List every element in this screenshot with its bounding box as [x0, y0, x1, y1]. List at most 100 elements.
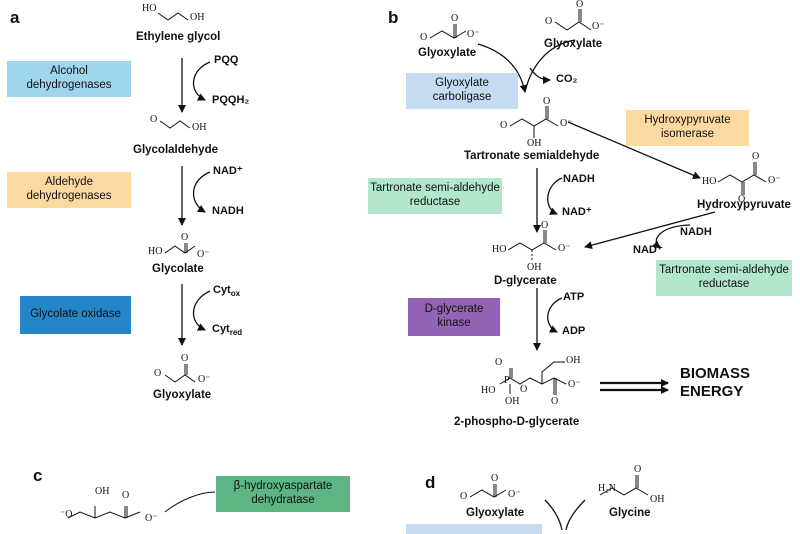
tartronate-ominus-text: O⁻ [560, 118, 573, 129]
tartronate-oh-text: OH [527, 138, 542, 149]
glycolate-o-text: O [181, 232, 189, 243]
panel-c-o-text: O [122, 490, 130, 501]
tartronate-reductase-box-2: Tartronate semi-aldehyde reductase [656, 260, 792, 296]
nadh-label-b1: NADH [563, 173, 595, 185]
nadh-label-a: NADH [212, 205, 244, 217]
panel-label-b: b [388, 8, 399, 27]
phosphoglycerate-structure [499, 361, 567, 395]
panel-c-ominus2-text: O⁻ [145, 513, 158, 524]
glycolate-oxidase-box: Glycolate oxidase [20, 296, 131, 334]
hydroxyaspartate-dehydratase-box: β-hydroxyaspartate dehydratase [216, 476, 350, 512]
hydroxypyruvate-o2-text: O [738, 194, 746, 205]
glycolate-ho-text: HO [148, 246, 163, 257]
nad-label-b2: NAD⁺ [633, 244, 663, 256]
hydroxypyruvate-o-text: O [752, 151, 760, 162]
phosphoglycerate-ho-text: HO [481, 385, 496, 396]
d-glycerate-label: D-glycerate [494, 275, 557, 287]
glycerate-oh-text: OH [527, 262, 542, 273]
cytred-label: Cytred [212, 323, 243, 338]
glycerate-ho-text: HO [492, 244, 507, 255]
phosphoglycerate-p-text: P [504, 375, 510, 386]
d-glycerate-structure [507, 230, 557, 262]
ethylene-glycol-label: Ethylene glycol [136, 31, 221, 43]
glyoxylate-b1-structure [429, 24, 467, 39]
glycolaldehyde-structure [159, 120, 191, 129]
phosphoglycerate-o2-text: O [551, 396, 559, 407]
glycolate-ominus-text: O⁻ [197, 249, 210, 260]
ethylene-glycol-structure [157, 12, 189, 21]
glyoxylate-a-o-text: O [154, 368, 162, 379]
glycine-o-text: O [634, 464, 642, 475]
pqq-label: PQQ [214, 54, 239, 66]
glyoxylate-carboligase-box: Glyoxylate carboligase [406, 73, 518, 109]
glyoxylate-d-o-text: O [460, 491, 468, 502]
panel-label-d: d [425, 473, 436, 492]
panel-c-ominus-text: ⁻O [60, 509, 73, 520]
glyoxylate-a-ominus-text: O⁻ [198, 374, 211, 385]
cytox-label: Cytox [213, 284, 241, 299]
ethylene-glycol-struct-text: HO [142, 3, 157, 14]
biomass-label: BIOMASS [680, 365, 751, 382]
nad-label-b1: NAD⁺ [562, 206, 592, 218]
glyoxylate-a-o2-text: O [181, 353, 189, 364]
d-glycerate-kinase-box: D-glycerate kinase [408, 298, 500, 336]
phosphoglycerate-o-link-text: O [520, 384, 528, 395]
glyoxylate-b1-label: Glyoxylate [418, 47, 477, 59]
phosphoglycerate-oh2-text: OH [505, 396, 520, 407]
panel-b-arrows [477, 39, 716, 394]
glycine-label: Glycine [609, 507, 651, 519]
hydroxypyruvate-isomerase-box: Hydroxypyruvate isomerase [626, 110, 749, 146]
glycolaldehyde-label: Glycolaldehyde [133, 144, 219, 156]
alcohol-dehydrogenases-box: Alcohol dehydrogenases [7, 61, 131, 97]
nadh-label-b2: NADH [680, 226, 712, 238]
glyoxylate-b2-structure [554, 9, 592, 31]
glycolaldehyde-o-text: O [150, 114, 158, 125]
tartronate-reductase-box-1: Tartronate semi-aldehyde reductase [368, 178, 502, 214]
glyoxylate-b1-o-text: O [420, 32, 428, 43]
aldehyde-dehydrogenases-box: Aldehyde dehydrogenases [7, 172, 131, 208]
hydroxypyruvate-label: Hydroxypyruvate [697, 199, 791, 211]
panel-label-a: a [10, 8, 20, 27]
glyoxylate-b1-ominus-text: O⁻ [467, 29, 480, 40]
glyoxylate-a-label: Glyoxylate [153, 389, 212, 401]
glyoxylate-d-label: Glyoxylate [466, 507, 525, 519]
glycolate-structure [164, 243, 196, 254]
glyoxylate-d-ominus-text: O⁻ [508, 489, 521, 500]
glyoxylate-b1-o2-text: O [451, 13, 459, 24]
glycolaldehyde-oh-text: OH [192, 122, 207, 133]
hydroxypyruvate-ho-text: HO [702, 176, 717, 187]
pqqh2-label: PQQH₂ [212, 94, 250, 106]
glyoxylate-b2-o-text: O [545, 16, 553, 27]
panel-a-arrows [178, 58, 211, 346]
phosphoglycerate-po-text: O [495, 357, 503, 368]
atp-label: ATP [563, 291, 585, 303]
glycolate-label: Glycolate [152, 263, 204, 275]
glycine-h2n-text: H₂N [598, 483, 616, 494]
glycerate-o-text: O [541, 220, 549, 231]
panel-d-enzyme-box [406, 524, 542, 534]
glyoxylate-b2-ominus-text: O⁻ [592, 21, 605, 32]
glyoxylate-a-structure [164, 364, 196, 383]
tartronate-semialdehyde-structure [509, 106, 559, 138]
hydroxypyruvate-structure [717, 162, 767, 195]
phosphoglycerate-ominus-text: O⁻ [568, 379, 581, 390]
adp-label: ADP [562, 325, 586, 337]
glycerate-ominus-text: O⁻ [558, 243, 571, 254]
phosphoglycerate-oh-text: OH [566, 355, 581, 366]
energy-label: ENERGY [680, 383, 744, 400]
glycine-oh-text: OH [650, 494, 665, 505]
glyoxylate-b2-label: Glyoxylate [544, 38, 603, 50]
phosphoglycerate-label: 2-phospho-D-glycerate [454, 416, 580, 428]
panel-c-oh-text: OH [95, 486, 110, 497]
co2-label: CO₂ [556, 73, 578, 85]
glyoxylate-b2-o2-text: O [576, 0, 584, 10]
tartronate-semialdehyde-label: Tartronate semialdehyde [464, 150, 600, 162]
panel-d-structure [469, 475, 649, 530]
hydroxypyruvate-ominus-text: O⁻ [768, 175, 781, 186]
tartronate-o-text: O [500, 120, 508, 131]
panel-c-structure [67, 491, 216, 519]
tartronate-o2-text: O [543, 96, 551, 107]
ethylene-glycol-oh-text: OH [190, 12, 205, 23]
glyoxylate-d-o2-text: O [491, 473, 499, 484]
